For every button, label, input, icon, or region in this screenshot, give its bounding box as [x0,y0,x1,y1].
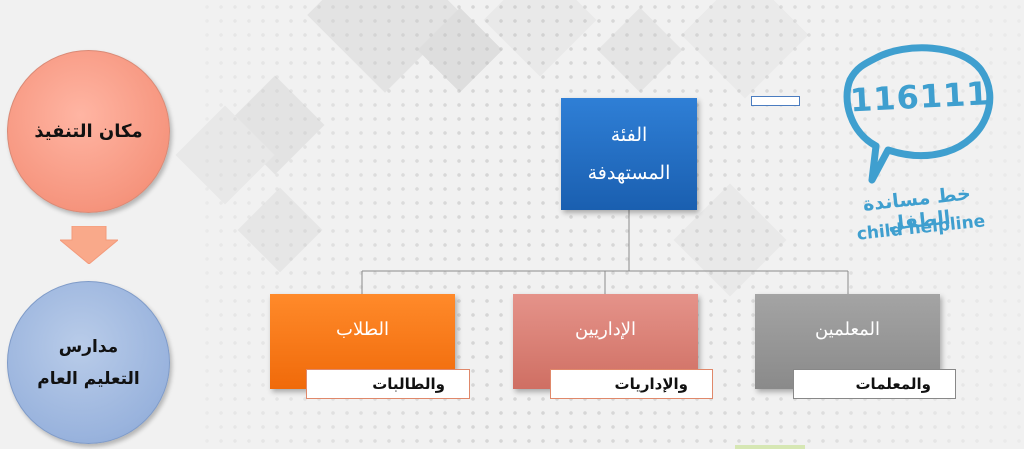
decorative-rectangle [751,96,800,106]
teachers-label: المعلمين [814,319,881,340]
admins-label: الإداريين [574,319,637,340]
schools-line2: التعليم العام [37,368,140,389]
students-label: الطلاب [336,319,389,340]
target-group-line1: الفئة [610,124,648,146]
target-group-box: الفئة المستهدفة [561,98,697,210]
place-label: مكان التنفيذ [34,121,143,142]
students-sub-label: والطالبات [306,369,470,399]
schools-circle: مدارس التعليم العام [7,281,170,444]
admins-sub-label: والإداريات [550,369,713,399]
place-circle: مكان التنفيذ [7,50,170,213]
down-arrow-icon [60,226,118,264]
logo-number: 116111 [849,74,991,120]
bottom-accent-bar [735,445,805,449]
child-helpline-logo-icon [843,44,994,184]
target-group-line2: المستهدفة [587,162,671,184]
schools-line1: مدارس [58,336,119,357]
teachers-sub-label: والمعلمات [793,369,956,399]
